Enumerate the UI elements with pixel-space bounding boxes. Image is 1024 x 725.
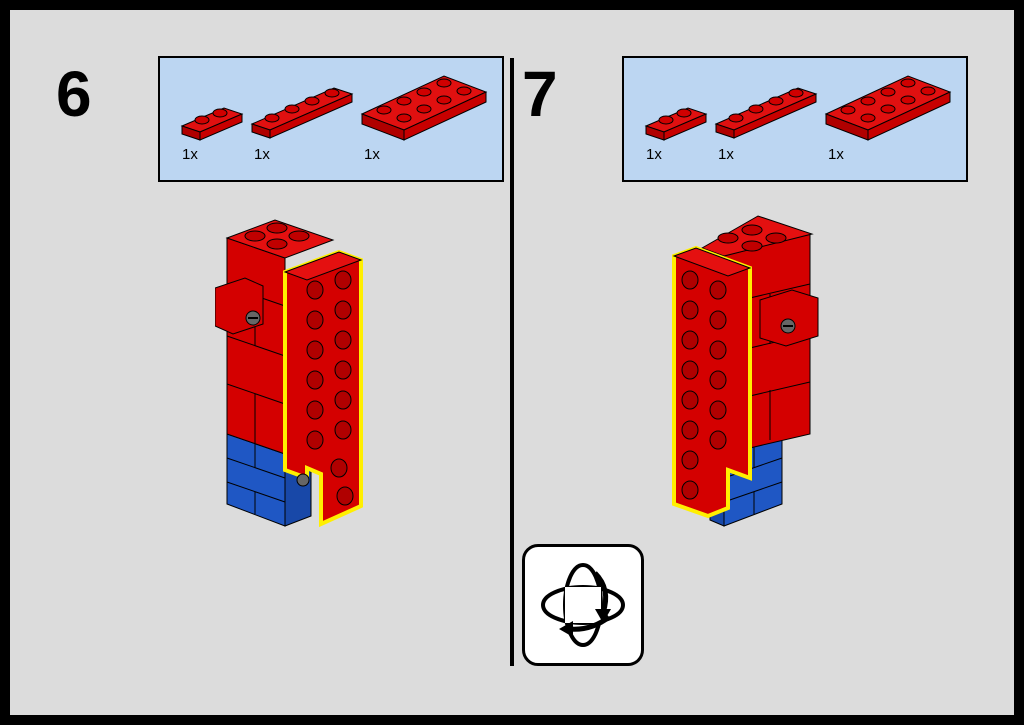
part-plate-1x4 <box>250 84 356 140</box>
part-qty: 1x <box>364 146 380 163</box>
part-plate-2x4 <box>360 72 490 144</box>
part-plate-2x4 <box>824 72 954 144</box>
step-number-7: 7 <box>522 58 558 130</box>
part-plate-1x4 <box>714 84 820 140</box>
part-qty: 1x <box>718 146 734 163</box>
parts-list-step-7: 1x 1x <box>622 56 968 182</box>
part-qty: 1x <box>646 146 662 163</box>
part-qty: 1x <box>254 146 270 163</box>
step-number-6: 6 <box>56 58 92 130</box>
step-divider <box>510 58 514 666</box>
model-assembly-step-6 <box>215 206 375 536</box>
rotate-model-button[interactable] <box>522 544 644 666</box>
rotate-model-icon <box>541 563 625 647</box>
part-plate-1x2 <box>180 104 244 144</box>
part-qty: 1x <box>182 146 198 163</box>
part-plate-1x2 <box>644 104 708 144</box>
model-assembly-step-7 <box>662 204 822 534</box>
part-qty: 1x <box>828 146 844 163</box>
instruction-page: 6 1x 1x <box>10 10 1014 715</box>
parts-list-step-6: 1x 1x <box>158 56 504 182</box>
